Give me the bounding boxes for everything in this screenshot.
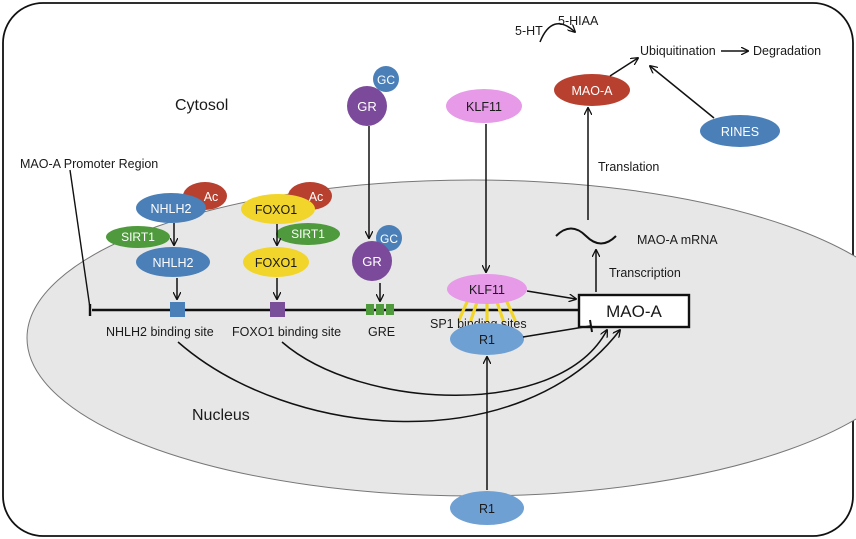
foxo1-activation-curve [281,330,607,396]
mrna-squiggle [555,227,617,245]
transcription-label: Transcription [609,266,681,280]
sp1-binding-sites [457,300,517,322]
r1-inhibition-line [522,325,591,338]
nhlh2-node [136,247,210,277]
klf11-cytosol-label: KLF11 [466,100,502,114]
sirt1-label-2: SIRT1 [291,227,325,241]
ubiquitination-arrow [609,58,638,77]
klf11-nucleus-node [447,274,527,304]
nhlh2-binding-site [170,302,185,317]
nhlh2-acetylated-node [136,193,206,223]
cytosol-label: Cytosol [175,97,228,114]
mao-a-protein-node [554,74,630,106]
klf11-cytosol-node [446,89,522,123]
r1-nucleus-node [450,323,524,355]
r1-nucleus-label: R1 [479,333,495,347]
gre-label: GRE [368,325,395,339]
serotonin-metabolism-arrow [539,22,575,43]
foxo1-binding-site [270,302,285,317]
mao-a-gene-box [577,293,691,329]
mrna-label: MAO-A mRNA [637,233,718,247]
nhlh2-site-label: NHLH2 binding site [106,325,214,339]
klf11-nucleus-label: KLF11 [469,283,505,297]
rines-ubiquitination-arrow [650,66,715,119]
gr-cytosol-label: GR [357,99,377,114]
gc-cytosol-label: GC [377,73,395,87]
rines-label: RINES [721,125,759,139]
gre-site-1 [366,304,374,315]
gr-nucleus-label: GR [362,254,382,269]
klf11-activation-arrow [526,290,576,299]
foxo1-acetylated-node [241,194,315,224]
foxo1-acetylated-label: FOXO1 [255,203,297,217]
gc-nucleus-label: GC [380,232,398,246]
foxo1-label: FOXO1 [255,256,297,270]
r1-cytosol-node [450,491,524,525]
rines-node [700,115,780,147]
sirt1-node-2 [276,223,340,245]
nhlh2-activation-curve [177,330,620,423]
ac-label-1: Ac [204,190,219,204]
gre-site-2 [376,304,384,315]
ubiquitination-label: Ubiquitination [640,44,716,58]
5hiaa-label: 5-HIAA [558,14,599,28]
nhlh2-label: NHLH2 [153,256,194,270]
5ht-label: 5-HT [515,24,543,38]
nucleus-label: Nucleus [192,407,250,424]
gr-cytosol-node [347,86,387,126]
r1-inhibition-bar [589,319,593,333]
mao-a-protein-label: MAO-A [572,84,614,98]
ac-label-2: Ac [309,190,324,204]
promoter-region-pointer [69,169,91,309]
gre-site-3 [386,304,394,315]
sirt1-label-1: SIRT1 [121,230,155,244]
sirt1-node-1 [106,226,170,248]
nhlh2-acetylated-label: NHLH2 [151,202,192,216]
promoter-region-label: MAO-A Promoter Region [20,157,158,171]
foxo1-site-label: FOXO1 binding site [232,325,341,339]
degradation-label: Degradation [753,44,821,58]
mao-a-gene-label: MAO-A [606,302,662,321]
foxo1-node [243,247,309,277]
translation-label: Translation [598,160,659,174]
gr-nucleus-node [352,241,392,281]
r1-cytosol-label: R1 [479,502,495,516]
arrows [174,22,748,490]
gc-cytosol-node [373,66,399,92]
